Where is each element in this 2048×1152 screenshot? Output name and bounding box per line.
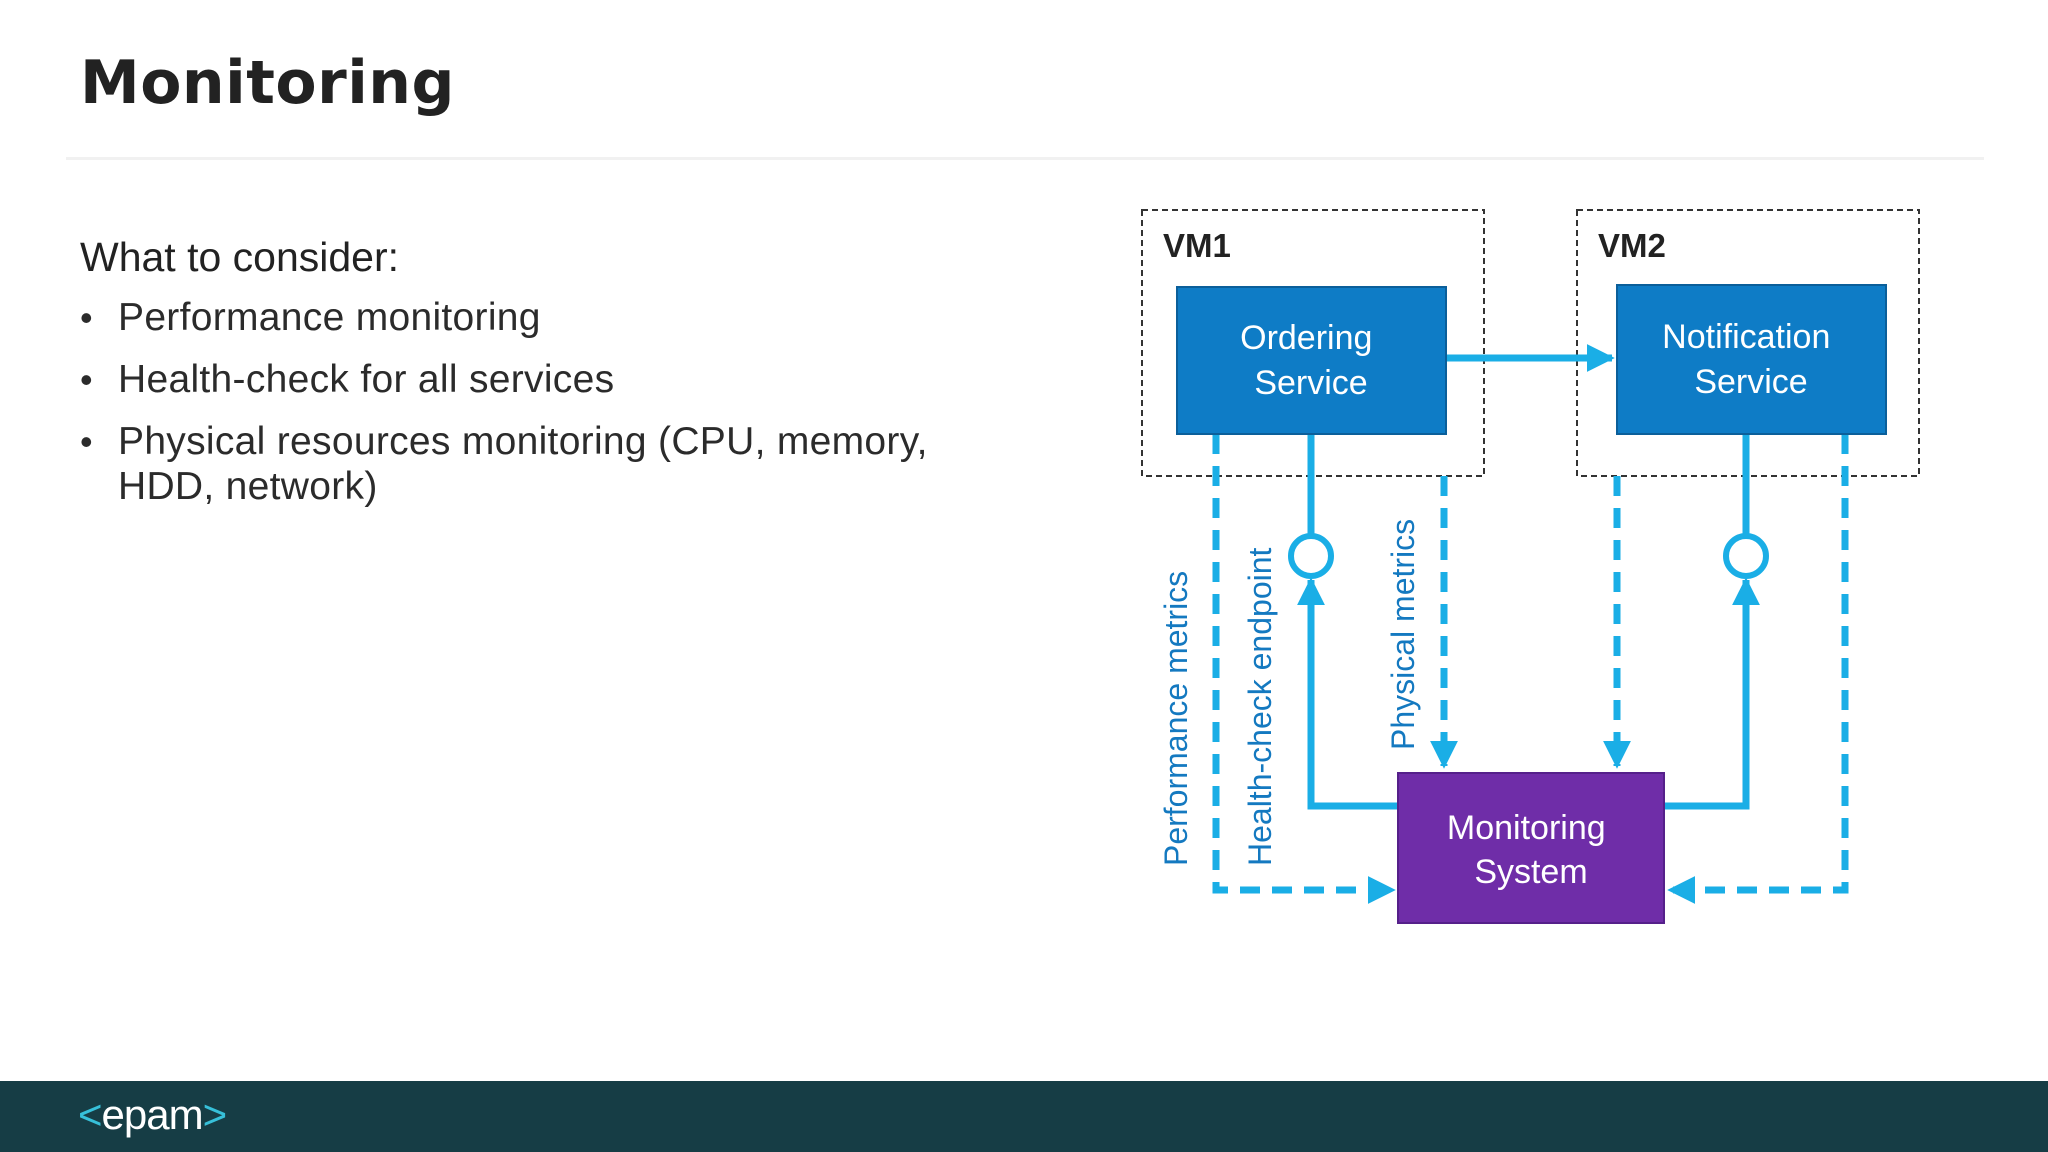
health-check-endpoint-icon-vm1 bbox=[1288, 533, 1334, 579]
performance-metrics-arrow bbox=[1212, 434, 1396, 904]
connectors bbox=[1212, 344, 1849, 904]
notification-service-label: Notification Service bbox=[1662, 318, 1840, 401]
physical-metrics-label: Physical metrics bbox=[1385, 519, 1421, 750]
ordering-service-label-line1: Ordering bbox=[1240, 319, 1372, 357]
subheading: What to consider: bbox=[80, 234, 400, 280]
bullet-item: • Health-check for all services bbox=[80, 357, 1000, 402]
logo-bracket-close: > bbox=[202, 1091, 228, 1138]
monitoring-system-label-line1: Monitoring bbox=[1447, 809, 1606, 847]
bullet-text: Performance monitoring bbox=[118, 296, 541, 339]
health-check-endpoint-label: Health-check endpoint bbox=[1242, 547, 1278, 866]
bullet-text: Health-check for all services bbox=[118, 358, 615, 401]
footer-bar: <epam> bbox=[0, 1081, 2048, 1152]
logo-text: epam bbox=[101, 1091, 204, 1138]
ordering-service-label-line2: Service bbox=[1254, 364, 1367, 402]
health-check-arrow-vm1 bbox=[1297, 577, 1398, 810]
vm2-label: VM2 bbox=[1598, 227, 1666, 264]
notification-service-label-line1: Notification bbox=[1662, 318, 1830, 356]
content-block: What to consider: • Performance monitori… bbox=[80, 234, 1000, 509]
notification-service-label-line2: Service bbox=[1694, 363, 1807, 401]
monitoring-system-label-line2: System bbox=[1474, 853, 1587, 891]
monitoring-system-label: Monitoring System bbox=[1447, 809, 1615, 891]
bullet-text: Physical resources monitoring (CPU, memo… bbox=[118, 420, 928, 463]
title-divider bbox=[66, 157, 1984, 160]
ordering-service-label: Ordering Service bbox=[1240, 319, 1382, 402]
vm2-container bbox=[1576, 209, 1920, 477]
vm1-container bbox=[1141, 209, 1485, 477]
architecture-diagram: VM1 VM2 Ordering bbox=[1141, 209, 1920, 924]
monitoring-system-box bbox=[1397, 772, 1665, 924]
logo-bracket-open: < bbox=[78, 1091, 103, 1138]
bullet-item: • Performance monitoring bbox=[80, 295, 1000, 340]
bullet-item: • Physical resources monitoring (CPU, me… bbox=[80, 419, 1000, 509]
slide-title: Monitoring bbox=[80, 48, 455, 118]
bullet-icon: • bbox=[80, 421, 93, 462]
health-check-arrow-vm2 bbox=[1664, 577, 1760, 810]
notification-service-box bbox=[1616, 284, 1887, 435]
bullet-icon: • bbox=[80, 297, 93, 338]
epam-logo: <epam> bbox=[78, 1091, 228, 1139]
bullet-text-continued: HDD, network) bbox=[118, 465, 378, 508]
bullet-icon: • bbox=[80, 359, 93, 400]
health-check-endpoint-icon-vm2 bbox=[1723, 533, 1769, 579]
vm1-label: VM1 bbox=[1163, 227, 1231, 264]
performance-metrics-arrow-vm2 bbox=[1667, 434, 1849, 904]
ordering-service-box bbox=[1176, 286, 1447, 435]
bullet-list: • Performance monitoring • Health-check … bbox=[80, 295, 1000, 509]
performance-metrics-label: Performance metrics bbox=[1158, 571, 1194, 866]
